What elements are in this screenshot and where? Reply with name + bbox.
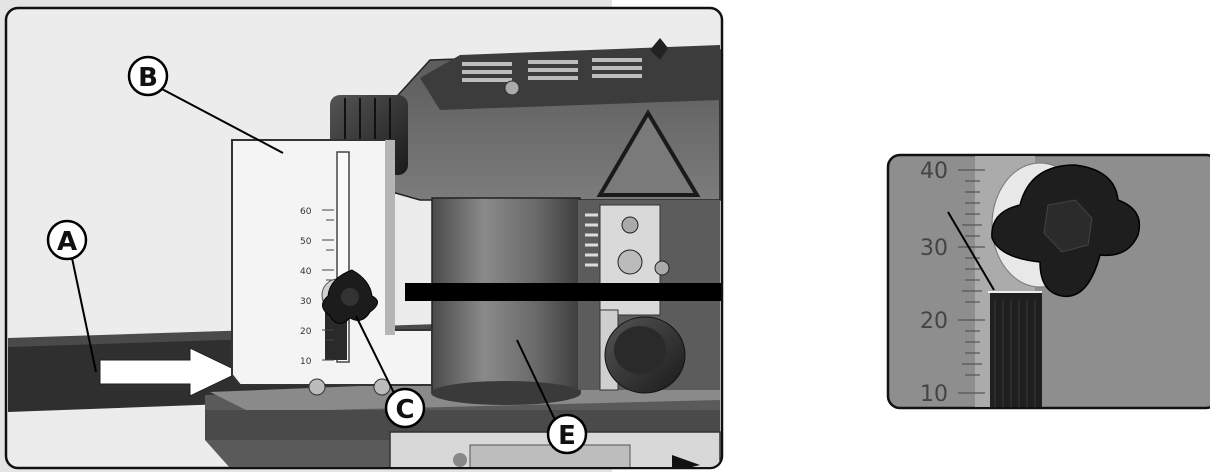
zoom-leader-line [947, 211, 995, 291]
callout-b-label: B [138, 63, 158, 93]
main-illustration-panel: 60 50 40 30 20 10 B [4, 6, 724, 470]
zoom-scale-label-20: 20 [920, 309, 948, 334]
callout-c: C [384, 387, 426, 429]
callout-c-label: C [395, 395, 414, 425]
column-foot [431, 381, 581, 405]
leader-lines [71, 87, 556, 421]
zoom-indicator-texture [994, 300, 1036, 407]
main-scale-label-10: 10 [300, 357, 312, 367]
zoom-pointer-arrow [405, 265, 721, 319]
spring [585, 213, 598, 267]
callout-a: A [46, 219, 88, 261]
main-scale-label-20: 20 [300, 327, 312, 337]
holder-screw-left [308, 378, 326, 396]
zoom-indicator [990, 292, 1042, 407]
zoom-inset-panel: 40 30 20 10 [886, 153, 1210, 410]
zoom-knob-hex [1043, 199, 1093, 253]
warning-triangle-icon [596, 109, 701, 197]
right-plate-screw-3 [654, 260, 670, 276]
zoom-scale-ticks [958, 169, 985, 394]
callout-e: E [546, 413, 588, 455]
zoom-scale-label-10: 10 [920, 382, 948, 407]
head-vents [462, 58, 642, 82]
main-scale-label-60: 60 [300, 207, 312, 217]
control-panel-led [453, 453, 467, 467]
main-scale-label-50: 50 [300, 237, 312, 247]
star-knob [321, 269, 378, 324]
callout-e-label: E [558, 421, 576, 451]
callout-a-label: A [57, 227, 77, 257]
right-knob-cap [614, 326, 666, 374]
holder-plate-shadow [385, 140, 395, 335]
callout-b: B [127, 55, 169, 97]
main-scale-label-40: 40 [300, 267, 312, 277]
head-fin [650, 38, 668, 60]
right-plate-screw-1 [621, 216, 639, 234]
main-scale-ticks [322, 209, 334, 361]
zoom-scale-label-30: 30 [920, 236, 948, 261]
control-panel-play-icon [672, 455, 700, 467]
zoom-scale-label-40: 40 [920, 159, 948, 184]
right-plate-screw-2 [617, 249, 643, 275]
main-scale-label-30: 30 [300, 297, 312, 307]
feed-direction-arrow [99, 347, 242, 397]
head-screw [504, 80, 520, 96]
